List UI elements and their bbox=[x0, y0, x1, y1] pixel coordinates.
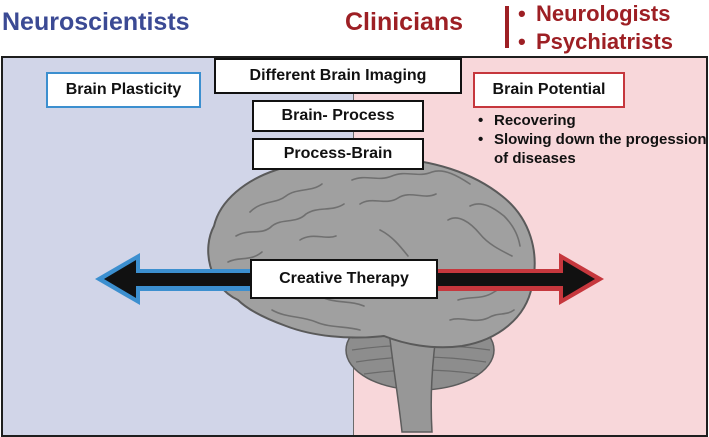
creative-therapy-box: Creative Therapy bbox=[250, 259, 438, 299]
process-brain-box: Process-Brain bbox=[252, 138, 424, 170]
clinicians-title: Clinicians bbox=[345, 8, 464, 36]
brain-gyri bbox=[227, 170, 523, 331]
clinician-type-item: Psychiatrists bbox=[518, 28, 673, 56]
neuroscientists-title: Neuroscientists bbox=[2, 8, 190, 36]
brain-potential-item: Recovering bbox=[478, 111, 709, 130]
right-arrow-icon bbox=[438, 253, 604, 305]
clinician-type-item: Neurologists bbox=[518, 0, 673, 28]
clinician-types-list: Neurologists Psychiatrists bbox=[518, 0, 673, 56]
brain-process-box: Brain- Process bbox=[252, 100, 424, 132]
brain-stem-shape bbox=[387, 321, 439, 433]
left-arrow-icon bbox=[95, 253, 251, 305]
clinicians-divider-bar bbox=[505, 6, 509, 48]
brain-plasticity-box: Brain Plasticity bbox=[46, 72, 201, 108]
different-brain-imaging-box: Different Brain Imaging bbox=[214, 58, 462, 94]
brain-potential-list: Recovering Slowing down the progession o… bbox=[478, 111, 709, 168]
cerebrum-shape bbox=[207, 156, 536, 349]
brain-potential-item: Slowing down the progession of diseases bbox=[478, 130, 709, 168]
brain-potential-box: Brain Potential bbox=[473, 72, 625, 108]
